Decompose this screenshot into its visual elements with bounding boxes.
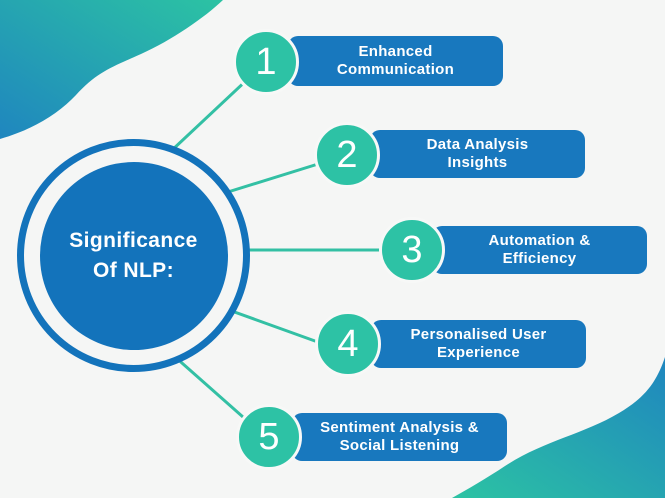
item-label-line: Experience: [436, 344, 521, 361]
page-title: Significance Of NLP:: [69, 229, 198, 282]
item-label-line: Communication: [336, 61, 455, 78]
item-number-badge-5: 5: [236, 404, 302, 470]
item-label-line: Insights: [447, 154, 508, 171]
item-label-line: Automation &: [488, 231, 591, 249]
central-circle: Significance Of NLP:: [17, 139, 250, 372]
item-bar-2: Data Analysis Insights: [370, 130, 585, 178]
item-number-badge-2: 2: [314, 122, 380, 188]
bottom-right-blob: [452, 357, 665, 498]
item-number-badge-3: 3: [379, 217, 445, 283]
top-left-blob: [0, 0, 223, 139]
item-bar-5: Sentiment Analysis & Social Listening: [292, 413, 507, 461]
item-label-line: Efficiency: [502, 250, 577, 267]
item-bar-4: Personalised User Experience: [371, 320, 586, 368]
item-label-line: Personalised User: [410, 325, 547, 343]
item-number-badge-1: 1: [233, 29, 299, 95]
item-label-line: Enhanced: [358, 42, 433, 60]
item-bar-1: Enhanced Communication: [288, 36, 503, 86]
central-circle-inner: Significance Of NLP:: [39, 161, 228, 350]
item-bar-3: Automation & Efficiency: [432, 226, 647, 274]
item-number-badge-4: 4: [315, 311, 381, 377]
item-label-line: Social Listening: [339, 437, 460, 454]
item-label-line: Sentiment Analysis &: [320, 418, 479, 436]
item-label-line: Data Analysis: [426, 135, 529, 153]
